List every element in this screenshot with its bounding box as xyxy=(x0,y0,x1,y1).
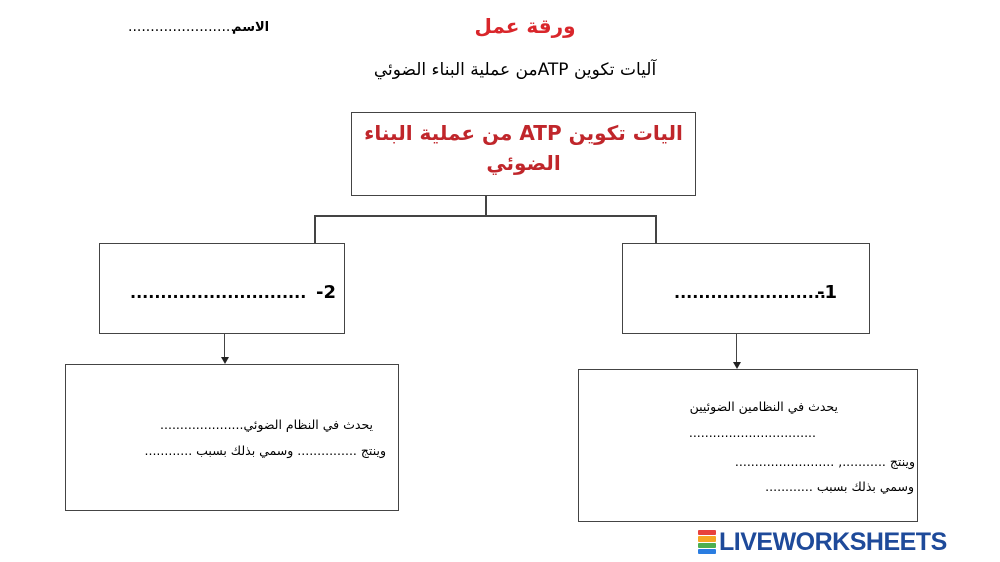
root-stem-line xyxy=(485,196,487,216)
mechanism-2-detail-line1[interactable]: يحدث في النظام الضوئي...................… xyxy=(160,417,373,432)
logo-block-blue xyxy=(698,548,716,554)
root-box-text: اليات تكوين ATP من عملية البناء الضوئي xyxy=(351,118,696,178)
worksheet-subtitle: آليات تكوين ATPمن عملية البناء الضوئي xyxy=(373,60,657,80)
mechanism-1-box xyxy=(622,243,870,334)
left-down-arrow-icon xyxy=(221,357,229,364)
mechanism-1-detail-line3[interactable]: وينتج ..........., .....................… xyxy=(734,454,915,469)
name-label: الاسم xyxy=(232,20,270,35)
mechanism-2-box xyxy=(99,243,345,334)
liveworksheets-logo-icon xyxy=(698,530,716,554)
concept-map-root-box xyxy=(351,112,696,196)
mechanism-2-detail-box xyxy=(65,364,399,511)
mechanism-1-detail-box xyxy=(578,369,918,522)
right-arrow-shaft xyxy=(736,334,738,363)
logo-block-orange xyxy=(698,536,716,542)
liveworksheets-logo-text: LIVEWORKSHEETS xyxy=(719,527,947,556)
liveworksheets-logo: LIVEWORKSHEETS xyxy=(698,528,947,556)
root-box-line1: اليات تكوين ATP من عملية البناء xyxy=(364,121,683,145)
mechanism-1-detail-line2[interactable]: ................................ xyxy=(688,425,816,440)
mechanism-2-answer-field[interactable]: ............................. xyxy=(130,283,307,302)
mechanism-2-number: -2 xyxy=(316,282,336,303)
left-branch-line xyxy=(314,215,316,243)
mechanism-2-detail-line2[interactable]: وينتج ............... وسمي بذلك بسبب ...… xyxy=(144,443,387,458)
worksheet-title: ورقة عمل xyxy=(474,14,576,38)
mechanism-1-detail-line1: يحدث في النظامين الضوئيين xyxy=(689,399,838,414)
mechanism-1-answer-field[interactable]: ......................... xyxy=(674,283,826,302)
name-field[interactable]: ........................ xyxy=(128,19,235,35)
right-branch-line xyxy=(655,215,657,243)
root-box-line2: الضوئي xyxy=(486,151,561,175)
logo-block-green xyxy=(698,542,716,548)
logo-block-red xyxy=(698,530,716,536)
horizontal-connector-line xyxy=(314,215,656,217)
mechanism-1-detail-line4[interactable]: وسمي بذلك بسبب ............ xyxy=(765,479,914,494)
left-arrow-shaft xyxy=(224,334,226,358)
mechanism-1-number: -1 xyxy=(817,282,837,303)
right-down-arrow-icon xyxy=(733,362,741,369)
